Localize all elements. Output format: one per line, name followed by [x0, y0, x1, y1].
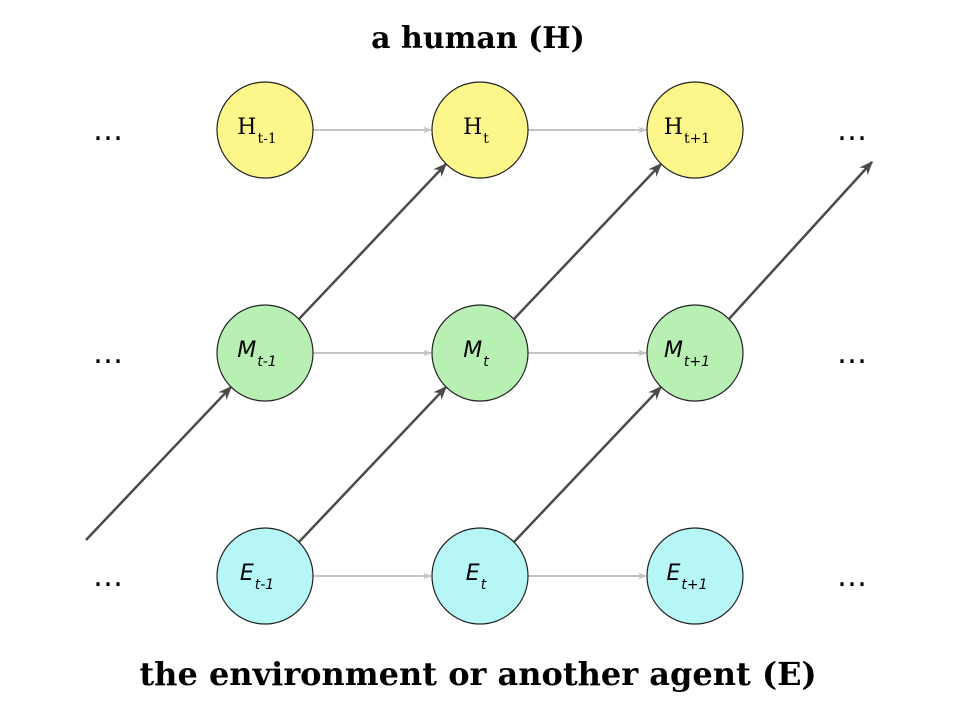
node-label: Et	[466, 561, 487, 593]
node-e-0: Et-1	[216, 527, 314, 625]
node-label-base: H	[237, 115, 256, 140]
node-h-1: Ht	[431, 81, 529, 179]
node-e-2: Et+1	[646, 527, 744, 625]
node-label: Ht+1	[664, 115, 710, 147]
arrow-m1-to-h2	[513, 162, 663, 320]
ellipsis-left-e-row: …	[93, 559, 123, 594]
node-label-subscript: t-1	[257, 354, 276, 370]
arrow-incoming-to-m-0	[85, 385, 233, 541]
node-h-0: Ht-1	[216, 81, 314, 179]
node-label: Ht-1	[237, 115, 276, 147]
node-circle	[216, 527, 314, 625]
arrow-m0-to-h1	[298, 162, 448, 320]
node-circle	[646, 81, 744, 179]
node-label-base: E	[666, 561, 680, 586]
node-circle	[646, 527, 744, 625]
node-m-2: Mt+1	[646, 304, 744, 402]
node-label: Et+1	[666, 561, 707, 593]
ellipsis-right-e-row: …	[837, 559, 867, 594]
bottom-title: the environment or another agent (E)	[139, 655, 816, 693]
ellipsis-right-m-row: …	[837, 336, 867, 371]
node-label-subscript: t-1	[257, 131, 276, 147]
node-label: Et-1	[240, 561, 274, 593]
node-label-subscript: t+1	[684, 354, 710, 370]
node-label-subscript: t	[483, 354, 489, 370]
arrows-layer	[85, 126, 873, 580]
node-m-1: Mt	[431, 304, 529, 402]
node-m-0: Mt-1	[216, 304, 314, 402]
node-label-subscript: t-1	[255, 577, 274, 593]
node-circle	[431, 527, 529, 625]
arrow-m2-outgoing	[728, 160, 873, 320]
node-circle	[646, 304, 744, 402]
node-circle	[431, 304, 529, 402]
node-label-base: E	[240, 561, 254, 586]
node-label-subscript: t	[483, 131, 489, 147]
node-label-subscript: t+1	[684, 131, 710, 147]
node-label: Mt	[463, 338, 489, 370]
node-e-1: Et	[431, 527, 529, 625]
ellipsis-left-h-row: …	[93, 113, 123, 148]
node-label: Mt-1	[237, 338, 276, 370]
ellipsis-left-m-row: …	[93, 336, 123, 371]
node-label-base: M	[664, 338, 683, 363]
node-label-base: E	[466, 561, 480, 586]
node-circle	[431, 81, 529, 179]
node-label-base: H	[463, 115, 482, 140]
ellipsis-group: … … … … … …	[93, 113, 867, 594]
node-label-base: M	[463, 338, 482, 363]
top-title: a human (H)	[371, 21, 585, 56]
arrow-e0-to-m1	[298, 385, 448, 543]
node-circle	[216, 304, 314, 402]
ellipsis-right-h-row: …	[837, 113, 867, 148]
node-label: Mt+1	[664, 338, 710, 370]
node-h-2: Ht+1	[646, 81, 744, 179]
node-label-subscript: t	[481, 577, 487, 593]
arrow-e1-to-m2	[513, 385, 663, 543]
node-label-base: M	[237, 338, 256, 363]
node-label-subscript: t+1	[681, 577, 707, 593]
node-circle	[216, 81, 314, 179]
node-label-base: H	[664, 115, 683, 140]
node-label: Ht	[463, 115, 489, 147]
